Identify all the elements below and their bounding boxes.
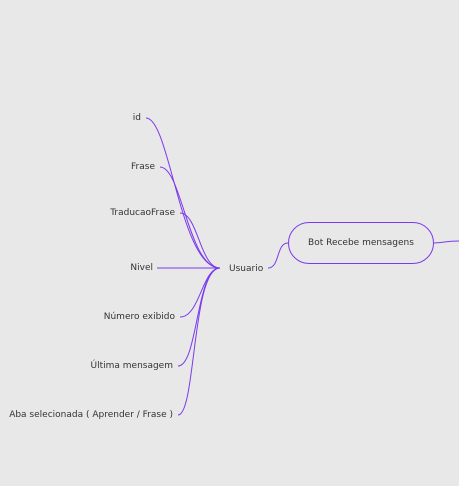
connector-root-out	[433, 240, 459, 244]
node-numero-exibido[interactable]: Número exibido	[103, 312, 175, 322]
connector-id	[145, 117, 221, 269]
node-id[interactable]: id	[132, 113, 141, 123]
node-ultima-mensagem[interactable]: Última mensagem	[90, 361, 174, 371]
connector-aba-selecionada	[177, 267, 221, 416]
node-frase[interactable]: Frase	[131, 162, 155, 172]
connector-hub-root	[267, 242, 289, 269]
node-traducaofrase[interactable]: TraducaoFrase	[110, 208, 175, 218]
node-aba-selecionada[interactable]: Aba selecionada ( Aprender / Frase )	[9, 410, 173, 420]
root-node-label: Bot Recebe mensagens	[308, 237, 414, 248]
connector-ultima-mensagem	[177, 267, 221, 367]
root-node[interactable]: Bot Recebe mensagens	[288, 222, 434, 264]
node-nivel[interactable]: Nivel	[130, 263, 153, 273]
connector-numero-exibido	[179, 267, 221, 318]
node-usuario[interactable]: Usuario	[229, 264, 264, 274]
connector-traducaofrase	[179, 212, 221, 269]
